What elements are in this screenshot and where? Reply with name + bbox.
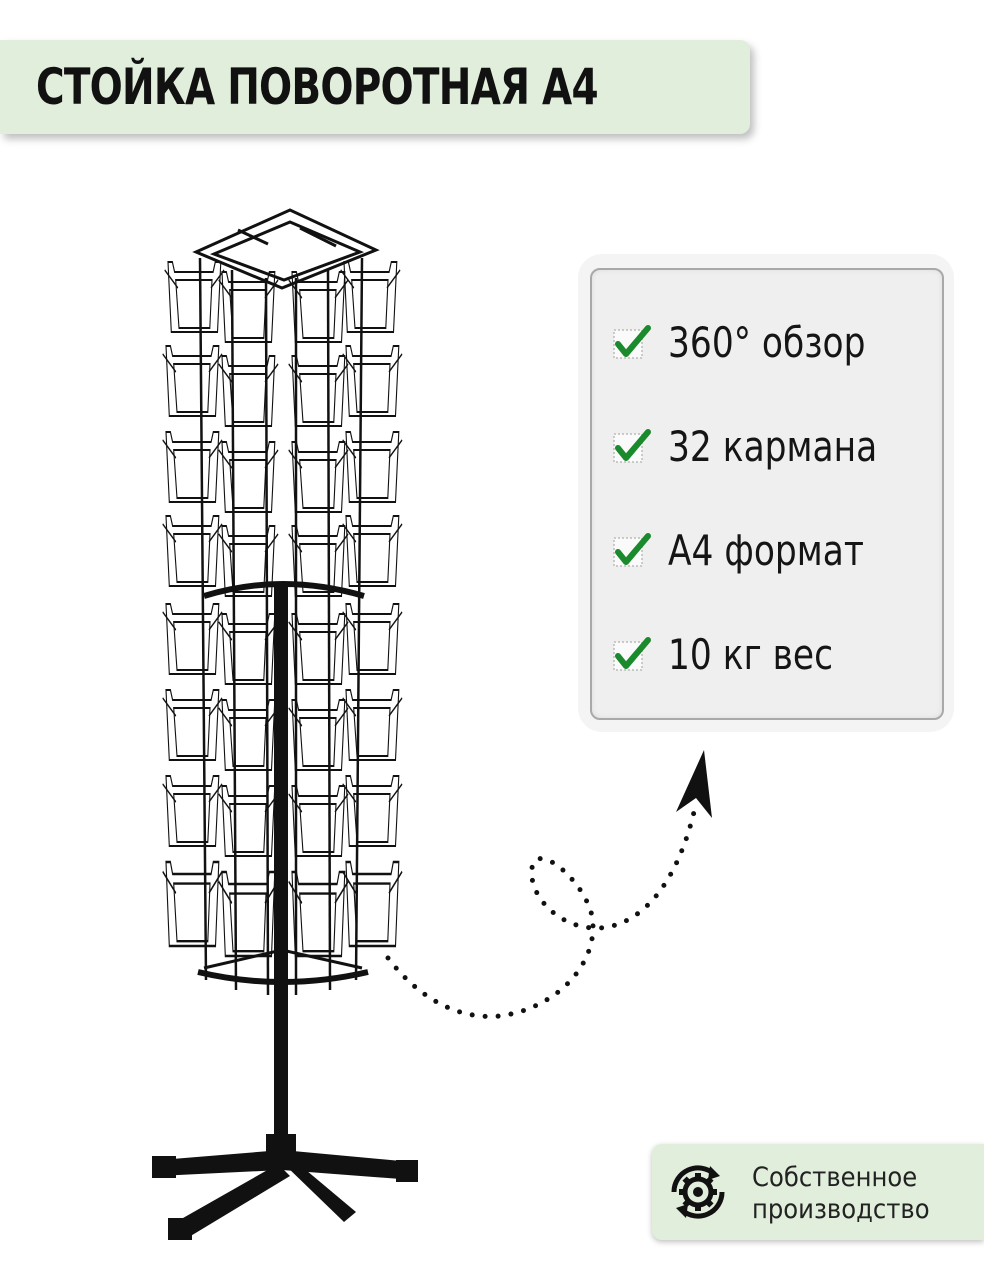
checkbox-checked-icon xyxy=(613,325,651,359)
checkbox-checked-icon xyxy=(613,533,651,567)
features-panel: 360° обзор 32 кармана А4 формат 10 кг ве… xyxy=(578,254,954,732)
dotted-arrow-icon xyxy=(385,750,712,1019)
feature-item: 360° обзор xyxy=(610,312,940,372)
feature-item: 10 кг вес xyxy=(610,624,940,684)
feature-label: А4 формат xyxy=(668,525,864,575)
feature-item: 32 кармана xyxy=(610,416,940,476)
stand-pole xyxy=(274,584,288,1144)
badge-line-1: Собственное xyxy=(752,1162,918,1193)
own-production-badge: Собственное производство xyxy=(652,1144,984,1240)
feature-label: 32 кармана xyxy=(668,421,878,471)
feature-label: 360° обзор xyxy=(668,317,866,367)
checkbox-checked-icon xyxy=(613,429,651,463)
features-box: 360° обзор 32 кармана А4 формат 10 кг ве… xyxy=(590,268,944,720)
stand-top-cap xyxy=(192,208,380,290)
feature-item: А4 формат xyxy=(610,520,940,580)
title-banner: СТОЙКА ПОВОРОТНАЯ А4 xyxy=(0,40,750,134)
page-title: СТОЙКА ПОВОРОТНАЯ А4 xyxy=(36,58,599,116)
checkbox-checked-icon xyxy=(613,637,651,671)
badge-text: Собственное производство xyxy=(752,1162,930,1226)
badge-line-2: производство xyxy=(752,1194,930,1225)
stand-base xyxy=(152,1134,418,1240)
gear-cycle-icon xyxy=(671,1165,725,1219)
feature-label: 10 кг вес xyxy=(668,629,834,679)
